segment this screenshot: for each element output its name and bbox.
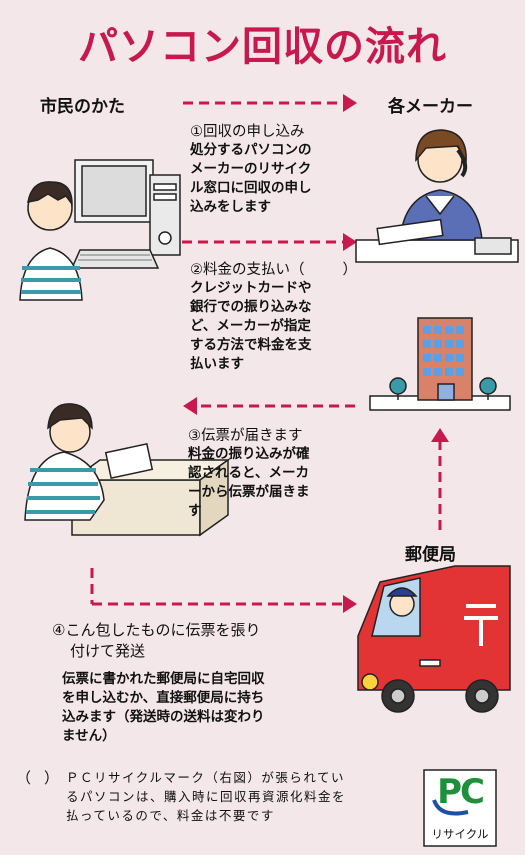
- step-1-body-line: 処分するパソコンの: [190, 142, 312, 158]
- arrow-post-to-maker: [431, 428, 449, 530]
- footnote-line: 払っているので、料金は不要です: [66, 808, 275, 823]
- recycle-mark-big-text: PC: [437, 772, 485, 812]
- post-truck-illustration: [357, 565, 511, 713]
- step-2-body-line: する方法で料金を支: [190, 337, 312, 353]
- footnote-open-paren: （: [16, 769, 32, 787]
- footnote-line: るパソコンは、購入時に回収再資源化料金を: [66, 789, 347, 804]
- step-3: ③伝票が届きます 料金の振り込みが確 認されると、メーカ ーから伝票が届きま す: [188, 424, 363, 521]
- step-2-heading: ②料金の支払い（ ）: [190, 258, 390, 279]
- step-2-body-line: クレジットカードや: [190, 280, 312, 296]
- step-4: ④こん包したものに伝票を張り 付けて発送 伝票に書かれた郵便局に自宅回収 を申し…: [52, 620, 342, 746]
- footnote: （ ） ＰＣリサイクルマーク（右図）が張られてい るパソコンは、購入時に回収再資…: [8, 768, 418, 825]
- step-3-heading: ③伝票が届きます: [188, 428, 303, 444]
- step-4-heading-line: ④こん包したものに伝票を張り: [52, 621, 261, 639]
- step-3-body-line: ーから伝票が届きま: [188, 484, 310, 500]
- step-4-body-line: を申し込むか、直接郵便局に持ち: [62, 690, 265, 706]
- footnote-close-paren: ）: [44, 769, 60, 787]
- step-4-body-line: ません）: [62, 728, 116, 744]
- citizen-computer-illustration: [19, 159, 181, 301]
- maker-building-illustration: [369, 317, 511, 411]
- step-2-body-line: 払います: [190, 356, 244, 372]
- arrow-step-1: [183, 94, 357, 112]
- arrow-step-4: [90, 568, 357, 613]
- step-4-body-line: 込みます（発送時の送料は変わり: [62, 709, 265, 725]
- footnote-line: ＰＣリサイクルマーク（右図）が張られてい: [66, 770, 346, 785]
- step-2-heading-text: ②料金の支払い（: [190, 262, 305, 278]
- step-1: ①回収の申し込み 処分するパソコンの メーカーのリサイク ル窓口に回収の申し 込…: [190, 120, 360, 217]
- step-2-body-line: 銀行での振り込みな: [190, 299, 312, 315]
- step-2: ②料金の支払い（） クレジットカードや 銀行での振り込みな ど、メーカーが指定 …: [190, 258, 390, 374]
- step-3-body-line: 料金の振り込みが確: [188, 446, 310, 462]
- arrow-step-3: [183, 397, 355, 415]
- step-4-body-line: 伝票に書かれた郵便局に自宅回収: [62, 671, 265, 687]
- pc-recycle-mark: [423, 769, 497, 847]
- page-title: パソコン回収の流れ: [78, 24, 447, 70]
- actor-post-office-label: 郵便局: [405, 545, 456, 565]
- citizen-packing-illustration: [24, 403, 231, 537]
- step-1-heading: ①回収の申し込み: [190, 124, 305, 140]
- step-3-body-line: 認されると、メーカ: [188, 465, 309, 481]
- step-1-body-line: ル窓口に回収の申し: [190, 180, 312, 196]
- step-1-body-line: 込みをします: [190, 199, 271, 215]
- step-2-body-line: ど、メーカーが指定: [190, 318, 311, 334]
- actor-citizen-label: 市民のかた: [40, 97, 125, 117]
- arrow-step-2: [150, 233, 357, 251]
- step-2-heading-paren: ）: [342, 262, 358, 278]
- recycle-mark-label: リサイクル: [431, 827, 489, 841]
- step-1-body-line: メーカーのリサイク: [190, 161, 312, 177]
- step-3-body-line: す: [188, 503, 202, 519]
- actor-maker-label: 各メーカー: [388, 97, 473, 117]
- step-4-heading-line: 付けて発送: [70, 642, 146, 660]
- maker-phone-illustration: [355, 129, 519, 263]
